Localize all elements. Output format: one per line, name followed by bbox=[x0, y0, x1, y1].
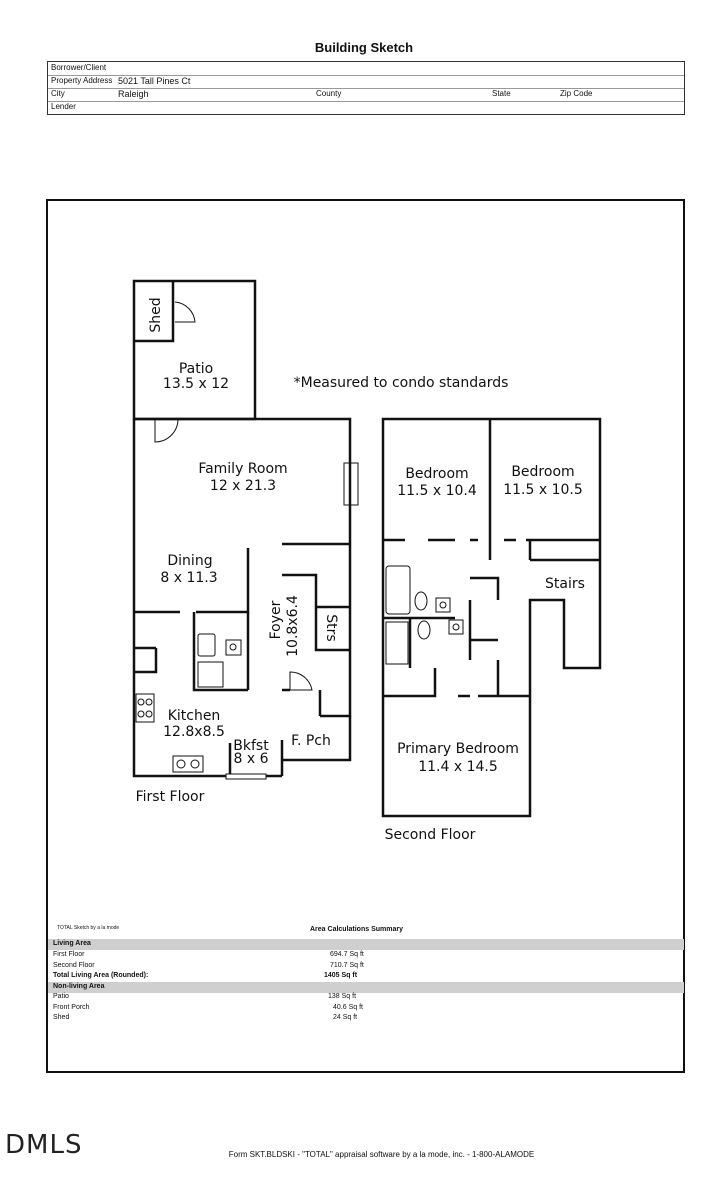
living-area-header: Living Area bbox=[48, 939, 684, 950]
bedroom2-label: Bedroom bbox=[511, 464, 574, 480]
borrower-label: Borrower/Client bbox=[51, 63, 107, 72]
form-footer: Form SKT.BLDSKI - "TOTAL" appraisal soft… bbox=[228, 1150, 535, 1159]
state-label: State bbox=[492, 89, 511, 98]
city-row: City Raleigh County State Zip Code bbox=[48, 88, 684, 102]
second-floor-walls bbox=[381, 417, 602, 818]
nonliving-area-header: Non-living Area bbox=[48, 982, 684, 993]
sink-icon bbox=[225, 639, 242, 656]
stairs-label: Stairs bbox=[545, 576, 585, 592]
kitchen-label: Kitchen bbox=[168, 708, 221, 724]
total-living-label: Total Living Area (Rounded): bbox=[53, 972, 149, 979]
fireplace-icon bbox=[343, 462, 359, 506]
property-row: Property Address 5021 Tall Pines Ct bbox=[48, 75, 684, 89]
front-porch-label: F. Pch bbox=[291, 733, 331, 749]
first-floor-area-label: First Floor bbox=[53, 951, 85, 958]
front-door-icon bbox=[289, 671, 313, 691]
living-area-header-text: Living Area bbox=[53, 940, 91, 947]
area-calc-title: Area Calculations Summary bbox=[310, 926, 403, 933]
front-porch-area-label: Front Porch bbox=[53, 1004, 90, 1011]
shed-label: Shed bbox=[148, 297, 164, 332]
fridge-icon bbox=[197, 633, 216, 657]
toilet2-icon bbox=[417, 620, 431, 640]
county-label: County bbox=[316, 89, 342, 98]
bedroom2-dim: 11.5 x 10.5 bbox=[503, 482, 583, 498]
bedroom1-label: Bedroom bbox=[405, 466, 468, 482]
family-room-dim: 12 x 21.3 bbox=[210, 478, 276, 494]
bath-sink2-icon bbox=[448, 619, 464, 635]
bath-sink-icon bbox=[435, 597, 451, 613]
family-room-label: Family Room bbox=[198, 461, 287, 477]
bkfst-label: Bkfst bbox=[233, 738, 269, 754]
second-floor-label: Second Floor bbox=[385, 827, 476, 843]
fixtures bbox=[135, 301, 464, 780]
page-title: Building Sketch bbox=[314, 40, 414, 55]
property-value: 5021 Tall Pines Ct bbox=[118, 76, 191, 86]
total-living-value: 1405 Sq ft bbox=[324, 972, 358, 979]
strs-label: Strs bbox=[323, 614, 339, 641]
dmls-logo: DMLS bbox=[5, 1130, 83, 1160]
first-floor-walls bbox=[132, 279, 352, 778]
condo-note: *Measured to condo standards bbox=[294, 375, 509, 391]
bedroom1-dim: 11.5 x 10.4 bbox=[397, 483, 477, 499]
first-floor-area-value: 694.7 Sq ft bbox=[330, 951, 364, 958]
first-floor-label: First Floor bbox=[136, 789, 205, 805]
shower-icon bbox=[385, 621, 409, 665]
primary-bedroom-label: Primary Bedroom bbox=[397, 741, 519, 757]
front-porch-area-value: 40.6 Sq ft bbox=[333, 1004, 363, 1011]
sketch-credit: TOTAL Sketch by a la mode bbox=[57, 925, 120, 931]
cooktop-icon bbox=[135, 693, 155, 723]
primary-bedroom-dim: 11.4 x 14.5 bbox=[418, 759, 498, 775]
slider-door-icon bbox=[225, 773, 267, 780]
property-label: Property Address bbox=[51, 76, 113, 85]
foyer-label: Foyer bbox=[268, 600, 284, 639]
bkfst-dim: 8 x 6 bbox=[234, 751, 269, 767]
patio-door-icon bbox=[154, 418, 179, 443]
city-value: Raleigh bbox=[118, 89, 149, 99]
dining-label: Dining bbox=[167, 553, 212, 569]
borrower-row: Borrower/Client bbox=[48, 62, 684, 76]
property-header: Borrower/Client Property Address 5021 Ta… bbox=[47, 61, 685, 115]
shed-area-label: Shed bbox=[53, 1014, 70, 1021]
shed-area-value: 24 Sq ft bbox=[333, 1014, 358, 1021]
range-icon bbox=[197, 661, 224, 688]
patio-area-value: 138 Sq ft bbox=[328, 993, 357, 1000]
nonliving-area-header-text: Non-living Area bbox=[53, 983, 105, 990]
kitchen-dim: 12.8x8.5 bbox=[163, 724, 225, 740]
second-floor-area-value: 710.7 Sq ft bbox=[330, 962, 364, 969]
city-label: City bbox=[51, 89, 65, 98]
toilet-icon bbox=[414, 591, 428, 611]
patio-dim: 13.5 x 12 bbox=[163, 376, 229, 392]
dining-dim: 8 x 11.3 bbox=[160, 570, 217, 586]
sketch-frame bbox=[46, 199, 685, 1073]
kitchen-sink-icon bbox=[172, 755, 204, 773]
second-floor-area-label: Second Floor bbox=[53, 962, 95, 969]
zip-label: Zip Code bbox=[560, 89, 593, 98]
patio-label: Patio bbox=[179, 361, 213, 377]
foyer-dim: 10.8x6.4 bbox=[285, 595, 301, 657]
patio-area-label: Patio bbox=[53, 993, 69, 1000]
bathtub-icon bbox=[385, 565, 411, 615]
lender-row: Lender bbox=[48, 101, 684, 114]
shed-door-icon bbox=[174, 301, 196, 323]
lender-label: Lender bbox=[51, 102, 76, 111]
